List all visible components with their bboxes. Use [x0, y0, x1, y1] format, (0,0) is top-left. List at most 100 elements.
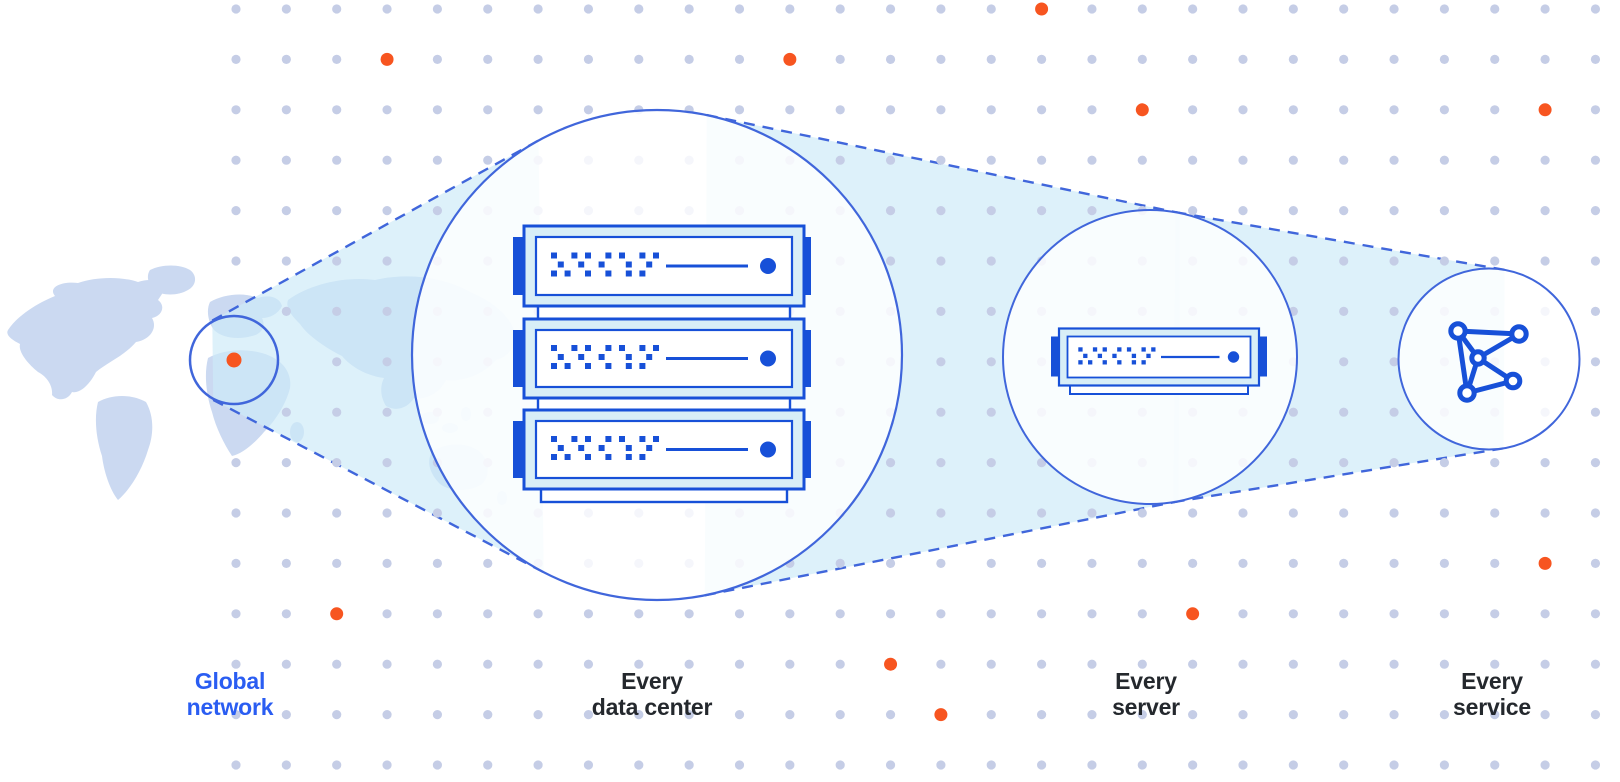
grid-dot [1339, 105, 1349, 115]
grid-dot [231, 458, 241, 468]
grid-dot [1439, 558, 1449, 569]
grid-dot [231, 710, 241, 720]
grid-dot [1490, 760, 1500, 770]
grid-dot [332, 306, 342, 316]
grid-dot [1389, 710, 1399, 720]
grid-dot [1339, 508, 1349, 518]
led-pixel [639, 363, 646, 369]
grid-dot [583, 659, 594, 669]
grid-dot [1188, 105, 1198, 115]
grid-dot [734, 659, 745, 669]
server-vent-pattern [551, 436, 659, 460]
grid-dot [1288, 206, 1298, 216]
grid-dot [1238, 54, 1248, 64]
grid-dot [231, 760, 241, 770]
grid-dot [734, 54, 745, 64]
grid-dot [1188, 508, 1198, 518]
led-pixel [625, 363, 632, 369]
grid-dot [231, 105, 241, 115]
led-pixel [646, 261, 653, 268]
grid-dot [1087, 155, 1097, 165]
grid-dot [1439, 155, 1449, 165]
grid-dot [885, 760, 896, 770]
grid-dot [1137, 609, 1147, 619]
grid-dot [1137, 710, 1147, 720]
led-pixel [639, 270, 646, 277]
label-line: network [186, 694, 274, 720]
grid-dot [332, 206, 342, 216]
grid-dot [1389, 306, 1399, 316]
grid-dot [1590, 558, 1601, 569]
grid-dot [835, 609, 845, 619]
grid-dot [986, 710, 996, 720]
grid-dot [936, 357, 946, 367]
grid-dot [684, 710, 694, 720]
grid-dot [1590, 105, 1601, 115]
grid-dot [332, 710, 342, 720]
grid-dot [1238, 558, 1248, 569]
grid-dot [885, 155, 896, 165]
grid-dot [1590, 609, 1601, 619]
grid-dot [634, 760, 644, 770]
grid-dot [1238, 609, 1248, 619]
led-pixel [578, 354, 585, 360]
grid-dot [382, 609, 392, 619]
grid-dot [1540, 54, 1550, 64]
led-pixel [585, 454, 591, 460]
led-pixel [1141, 360, 1146, 365]
label-global-network: Global network [110, 668, 350, 720]
led-pixel [571, 436, 578, 442]
grid-dot [231, 508, 241, 518]
led-pixel [571, 345, 578, 351]
led-pixel [564, 363, 571, 369]
led-pixel [1126, 347, 1132, 352]
grid-dot [1288, 4, 1298, 14]
led-pixel [625, 354, 632, 360]
grid-dot [1288, 558, 1298, 569]
led-pixel [557, 261, 564, 268]
led-pixel [1117, 360, 1122, 365]
grid-dot [1339, 206, 1349, 216]
grid-dot [885, 558, 896, 569]
grid-dot [1439, 4, 1449, 14]
grid-dot [1037, 710, 1047, 720]
grid-dot [734, 609, 745, 619]
grid-dot [1389, 256, 1399, 266]
grid-dot [483, 659, 493, 669]
grid-dot [936, 4, 946, 14]
grid-dot [1590, 206, 1601, 216]
network-location-marker [226, 352, 242, 368]
grid-dot [785, 659, 795, 669]
grid-dot [1037, 760, 1047, 770]
grid-dot [1137, 54, 1147, 64]
grid-dot [1188, 4, 1198, 14]
grid-dot [1188, 760, 1198, 770]
mesh-node [1448, 321, 1468, 341]
led-pixel [557, 354, 564, 360]
grid-dot [281, 54, 291, 64]
grid-dot [835, 54, 845, 64]
grid-dot [1339, 54, 1349, 64]
grid-dot [1389, 659, 1399, 669]
grid-dot [1389, 609, 1399, 619]
grid-dot [1439, 256, 1449, 266]
led-pixel [639, 454, 646, 460]
grid-dot [1490, 710, 1500, 720]
grid-dot [281, 306, 291, 316]
grid-dot [684, 760, 694, 770]
led-pixel [653, 345, 659, 351]
led-pixel [625, 454, 632, 460]
grid-dot [1238, 4, 1248, 14]
grid-dot [1490, 4, 1500, 14]
grid-dot [986, 458, 996, 468]
grid-dot [634, 710, 644, 720]
led-pixel [625, 445, 632, 451]
grid-dot [432, 155, 442, 165]
led-pixel [1102, 360, 1107, 365]
grid-dot [936, 54, 946, 64]
grid-dot [1490, 458, 1500, 468]
led-pixel [646, 445, 653, 451]
grid-dot [936, 105, 946, 115]
accent-dot [783, 52, 797, 66]
led-pixel [605, 436, 612, 442]
